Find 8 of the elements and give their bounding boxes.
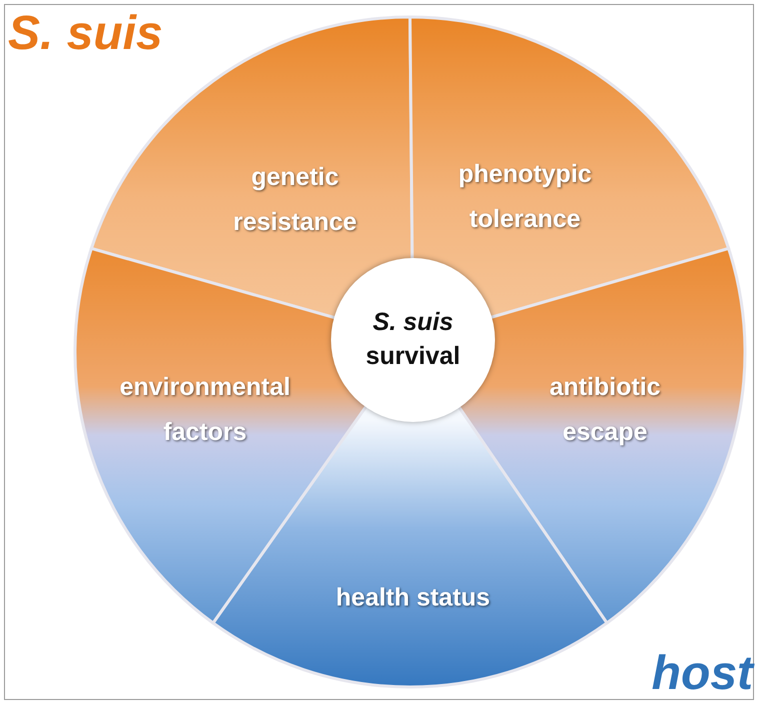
segment-label: health status (293, 576, 533, 620)
corner-label: host (652, 650, 753, 698)
segment-label: antibiotic escape (505, 365, 705, 455)
center-label: S. suis survival (364, 307, 462, 372)
segment-label: environmental factors (95, 365, 315, 455)
segment-label: phenotypic tolerance (425, 152, 625, 242)
segment-label: genetic resistance (195, 155, 395, 245)
corner-label: S. suis (8, 10, 163, 58)
